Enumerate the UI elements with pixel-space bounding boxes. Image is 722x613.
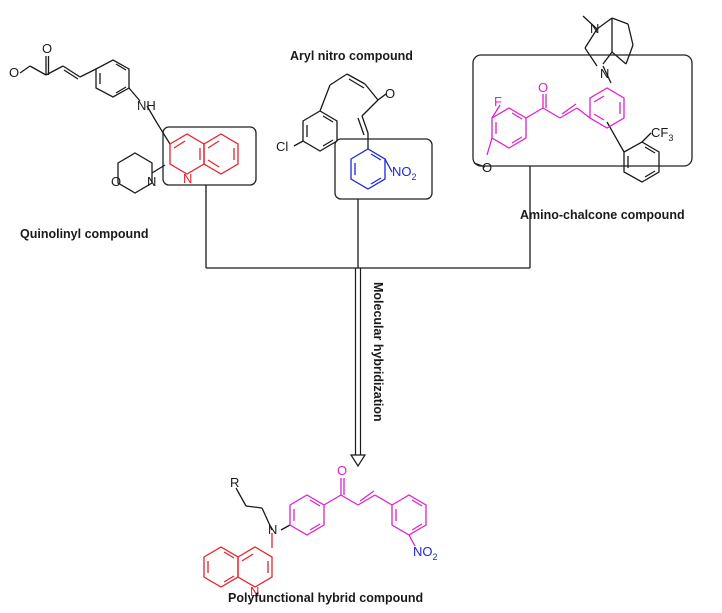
nitro-group-label: NO2 <box>392 164 417 182</box>
methoxy-oxygen-label: O <box>482 160 492 175</box>
carbonyl-oxygen-label: O <box>42 41 52 56</box>
process-label: Molecular hybridization <box>371 282 385 422</box>
hybrid-amine-n-label: N <box>268 522 277 537</box>
hybrid-nitro-label: NO2 <box>413 544 438 562</box>
hybridization-arrow <box>349 268 367 468</box>
amino-chalcone-magenta-core <box>486 87 625 156</box>
hybrid-caption: Polyfunctional hybrid compound <box>228 591 423 605</box>
nitrophenyl-blue-core <box>350 148 393 190</box>
morpholine-nitrogen-label: N <box>147 174 156 189</box>
amino-chalcone-caption: Amino-chalcone compound <box>520 208 685 222</box>
quinolinyl-structure <box>19 56 171 194</box>
r-group-label: R <box>230 475 239 490</box>
hybrid-quinoline-n-label: N <box>250 584 259 599</box>
cf3-main: CF <box>651 125 668 140</box>
aryl-nitro-structure <box>293 73 387 152</box>
amine-nh-label: NH <box>137 98 156 113</box>
hybrid-black-parts <box>235 487 291 531</box>
nitro-main: NO <box>392 164 412 179</box>
hybridization-connector <box>205 166 531 269</box>
nitro-subscript: 2 <box>412 172 417 182</box>
ester-oxygen-label: O <box>9 65 19 80</box>
hybrid-oxygen-label: O <box>337 463 347 478</box>
fluoro-label: F <box>494 94 502 109</box>
quinolinyl-caption: Quinolinyl compound <box>20 227 148 241</box>
bicycle-n-label: N <box>600 66 609 81</box>
chalcone-oxygen-label: O <box>538 80 548 95</box>
ketone-oxygen-label: O <box>385 86 395 101</box>
chloro-label: Cl <box>276 139 288 154</box>
nitrophenyl-highlight-box <box>334 138 433 200</box>
aryl-nitro-caption: Aryl nitro compound <box>290 49 413 63</box>
trifluoromethyl-label: CF3 <box>651 125 673 143</box>
amino-chalcone-highlight-box <box>472 54 693 167</box>
methyl-n-label: N <box>590 21 599 36</box>
quinoline-nitrogen-label: N <box>183 171 192 186</box>
amino-chalcone-black-parts <box>473 15 660 183</box>
hybrid-nitro-subscript: 2 <box>433 552 438 562</box>
hybrid-nitro-main: NO <box>413 544 433 559</box>
morpholine-oxygen-label: O <box>111 174 121 189</box>
quinolinyl-highlight-box <box>162 126 257 186</box>
hybrid-magenta-core <box>289 478 427 547</box>
hybrid-red-quinoline <box>203 533 273 588</box>
quinolinyl-red-core <box>169 133 239 175</box>
cf3-subscript: 3 <box>668 133 673 143</box>
